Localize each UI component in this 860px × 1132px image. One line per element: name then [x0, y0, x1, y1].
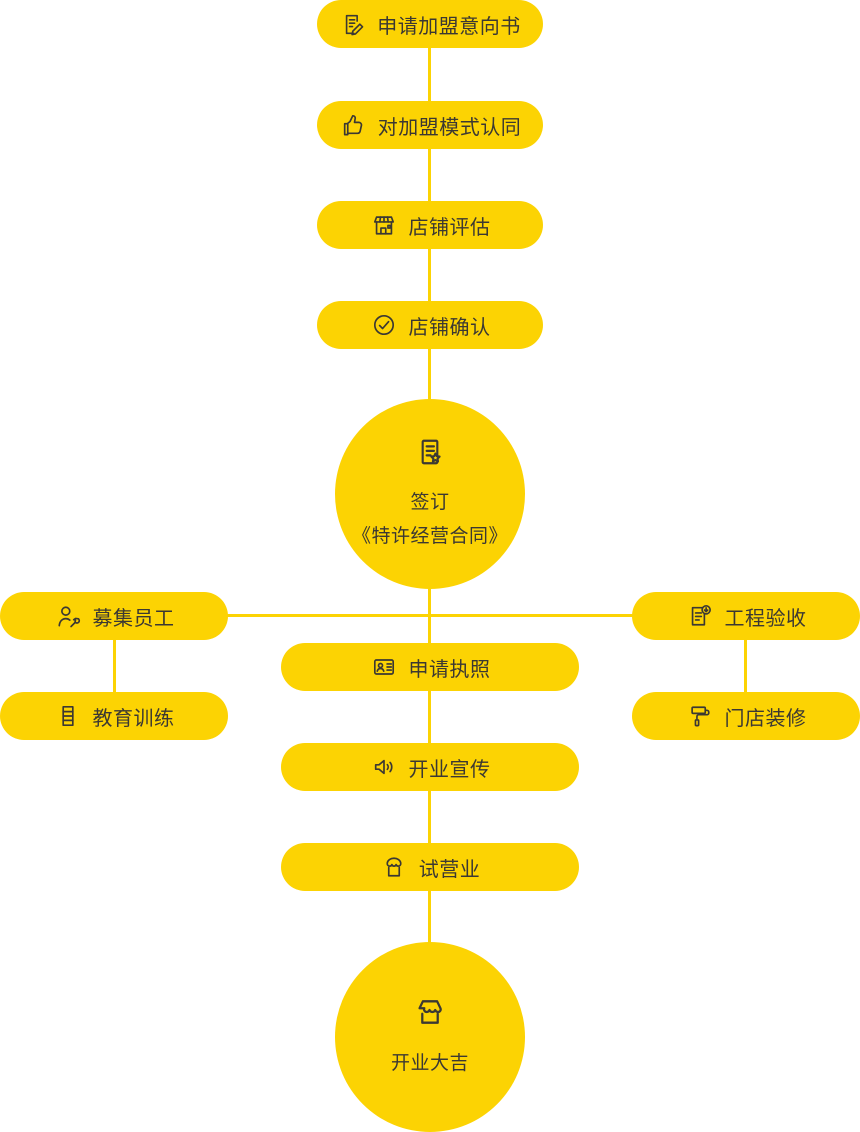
flow-node-grand-opening: 开业大吉: [335, 942, 525, 1132]
flow-node-label: 开业大吉: [390, 1053, 469, 1074]
id-card-icon: [370, 653, 398, 681]
flow-node-opening-promotion: 开业宣传: [281, 743, 579, 791]
flow-node-label: 开业宣传: [408, 758, 491, 781]
flow-node-store-decoration: 门店装修: [632, 692, 860, 740]
document-edit-icon: [339, 11, 366, 38]
shop-awning-icon: [411, 993, 449, 1031]
flow-node-label: 募集员工: [92, 607, 175, 630]
speaker-icon: [370, 753, 398, 781]
flow-node-trial-operation: 试营业: [281, 843, 579, 891]
notebook-icon: [54, 702, 82, 730]
flow-node-apply-license: 申请执照: [281, 643, 579, 691]
flow-node-label: 教育训练: [92, 707, 175, 730]
flow-node-apply-letter: 申请加盟意向书: [317, 0, 543, 48]
connector-branch-horizontal: [220, 614, 640, 617]
contract-star-icon: [412, 434, 448, 470]
flow-node-label: 申请加盟意向书: [377, 15, 521, 38]
thumbs-up-icon: [339, 111, 367, 139]
flow-node-label: 店铺确认: [408, 316, 491, 339]
flow-node-recruit-staff: 募集员工: [0, 592, 228, 640]
flow-node-project-acceptance: 工程验收: [632, 592, 860, 640]
shop-dome-icon: [380, 853, 408, 881]
flow-node-store-confirmation: 店铺确认: [317, 301, 543, 349]
flow-node-label: 试营业: [418, 858, 481, 881]
document-badge-icon: [686, 602, 714, 630]
flow-node-label: 工程验收: [724, 607, 807, 630]
storefront-icon: [370, 211, 398, 239]
flow-node-education-training: 教育训练: [0, 692, 228, 740]
flow-node-label: 《特许经营合同》: [351, 526, 508, 547]
flow-node-label: 店铺评估: [408, 216, 491, 239]
connector-left-vertical: [113, 635, 116, 695]
flow-node-model-agreement: 对加盟模式认同: [317, 101, 543, 149]
flow-node-label: 门店装修: [724, 707, 807, 730]
flow-node-label: 对加盟模式认同: [377, 116, 522, 139]
check-circle-icon: [370, 311, 398, 339]
flow-node-label: 申请执照: [408, 658, 491, 681]
flow-node-store-evaluation: 店铺评估: [317, 201, 543, 249]
flow-node-label: 签订: [410, 492, 450, 513]
paint-roller-icon: [686, 702, 714, 730]
person-wrench-icon: [54, 602, 82, 630]
flow-node-sign-contract: 签订 《特许经营合同》: [335, 399, 525, 589]
connector-right-vertical: [744, 635, 747, 695]
